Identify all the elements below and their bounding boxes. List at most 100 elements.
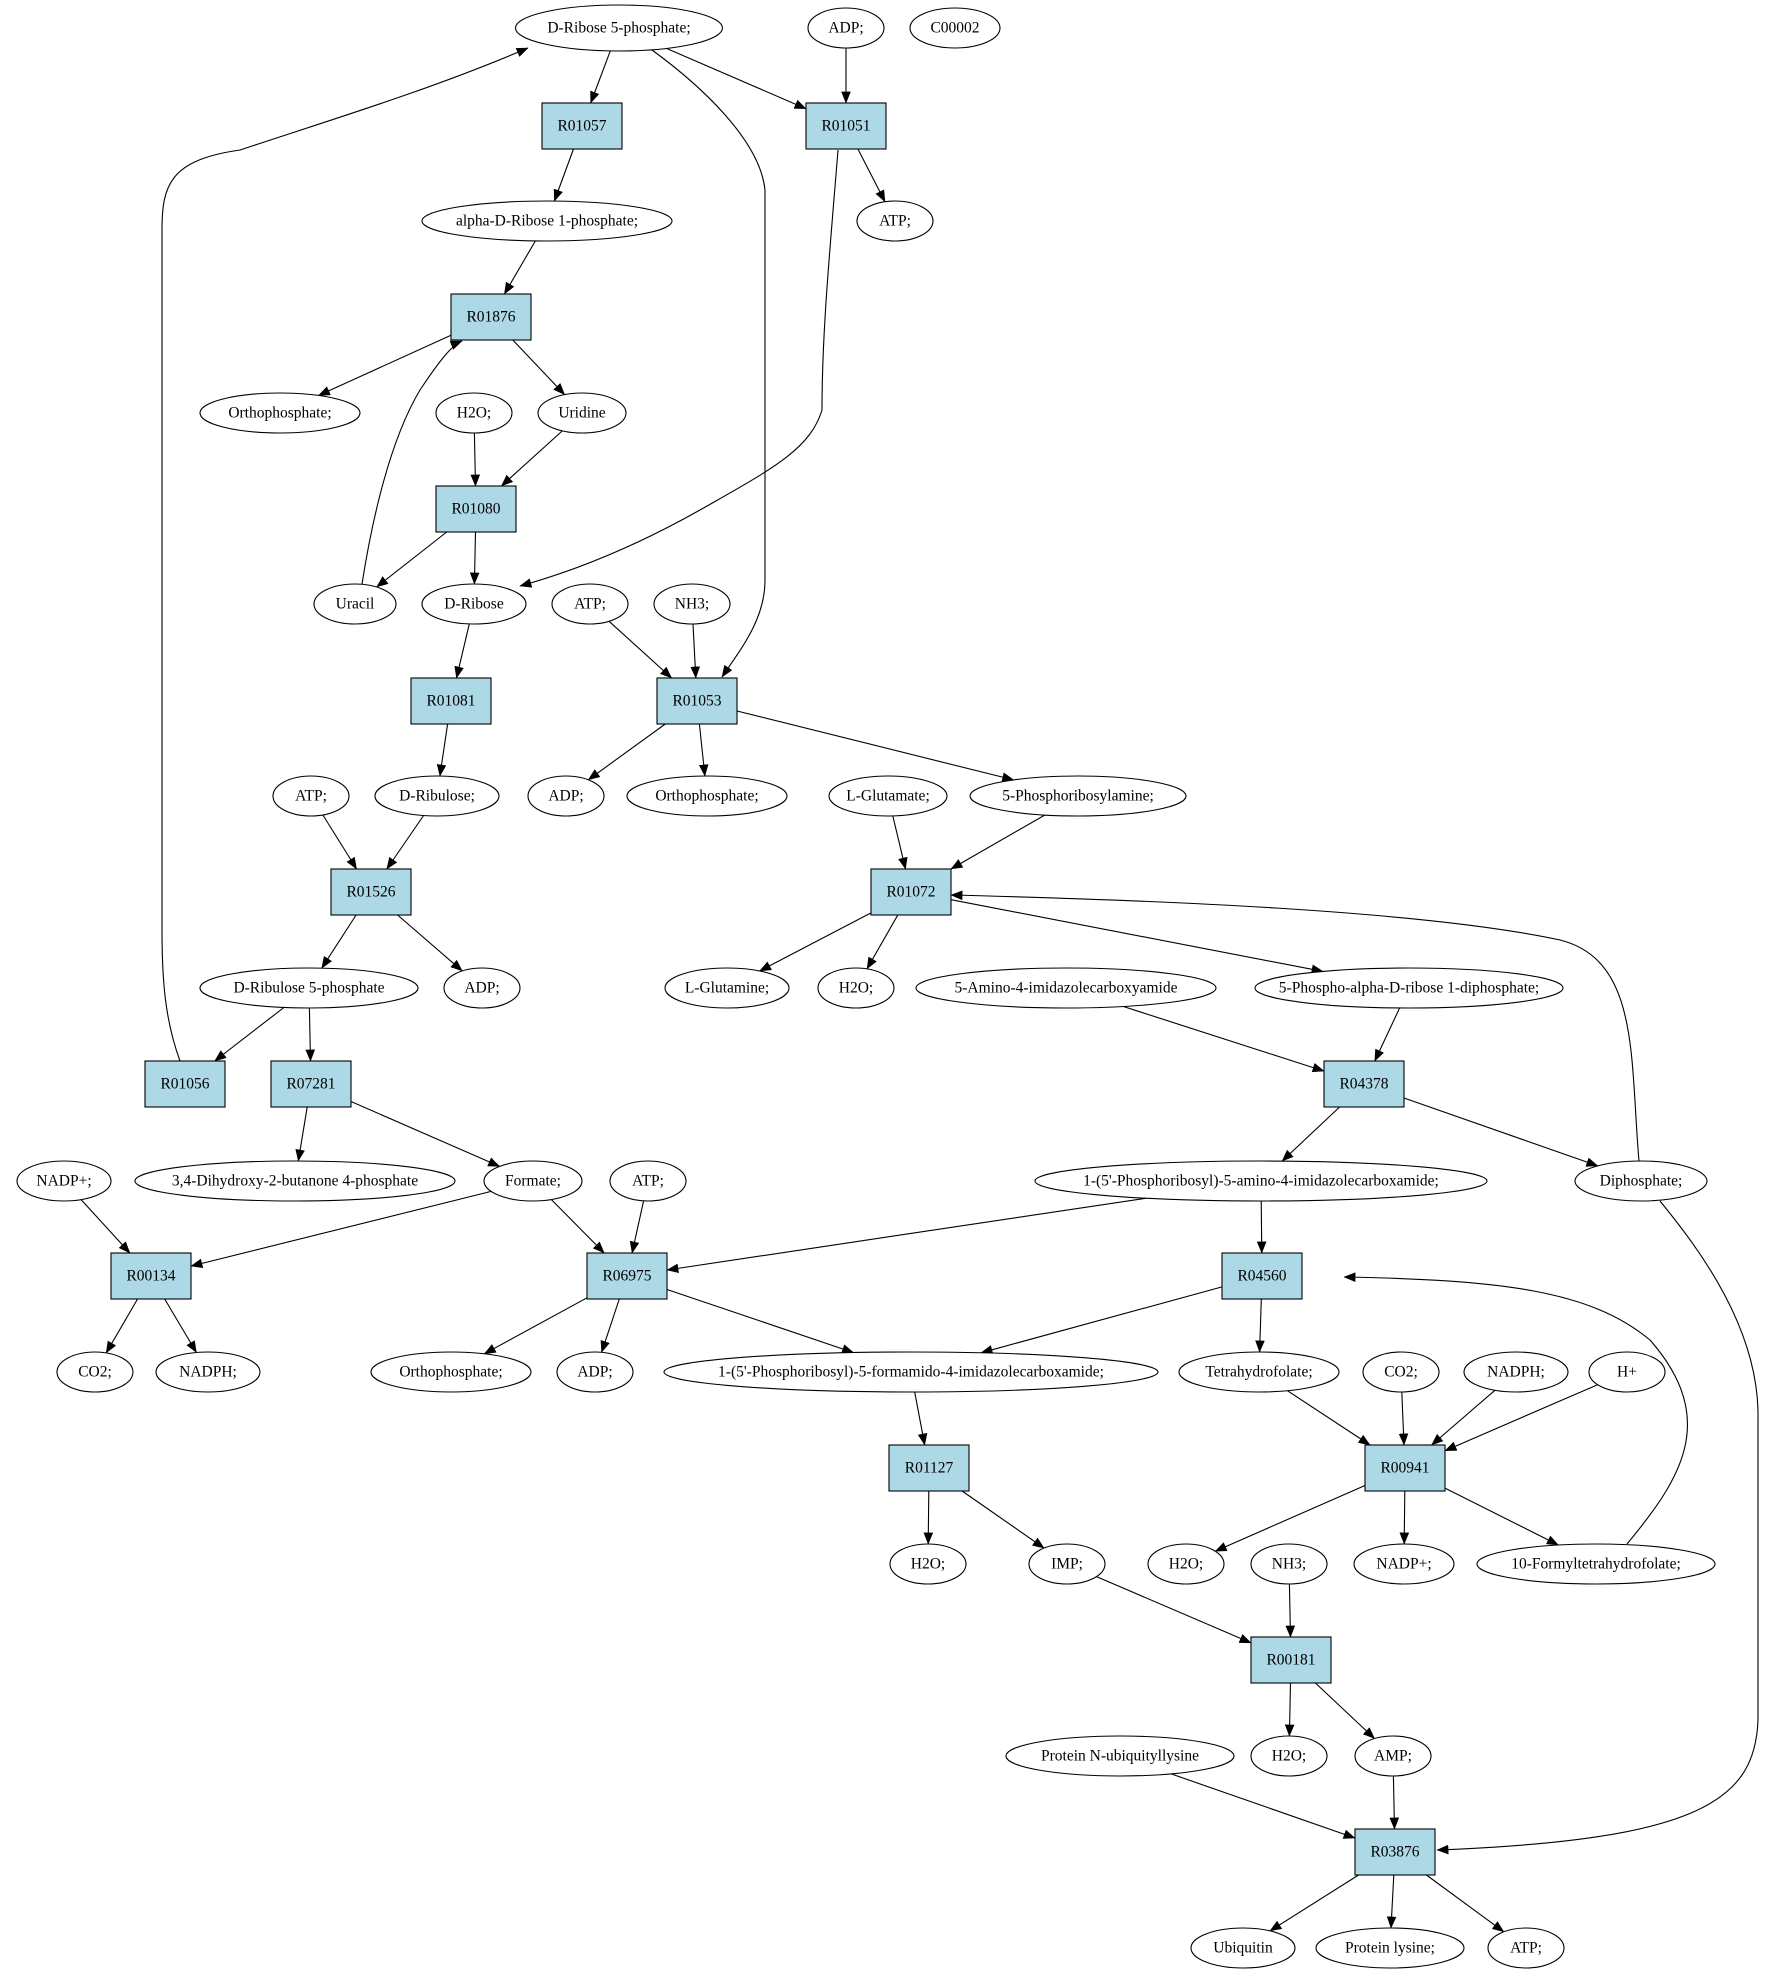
compound-node-thf[interactable]: Tetrahydrofolate; [1178,1351,1340,1393]
compound-node-dru5p[interactable]: D-Ribulose 5-phosphate [199,967,419,1009]
reaction-node-r01056[interactable]: R01056 [144,1060,226,1108]
reaction-node-r03876[interactable]: R03876 [1354,1828,1436,1876]
compound-node-adp3[interactable]: ADP; [443,967,521,1009]
compound-node-h2o2[interactable]: H2O; [817,967,895,1009]
compound-node-r5p[interactable]: D-Ribose 5-phosphate; [514,4,724,52]
reaction-label: R03876 [1370,1844,1419,1861]
reaction-box [541,102,623,150]
compound-node-orth1[interactable]: Orthophosphate; [199,392,361,434]
reaction-box [656,677,738,725]
compound-node-h2o4[interactable]: H2O; [889,1543,967,1585]
compound-ellipse [1574,1160,1708,1202]
reaction-node-r00941[interactable]: R00941 [1364,1444,1446,1492]
reaction-node-r01072[interactable]: R01072 [870,868,952,916]
reaction-node-r00181[interactable]: R00181 [1250,1636,1332,1684]
reaction-box [270,1060,352,1108]
compound-node-plys[interactable]: Protein lysine; [1315,1927,1465,1969]
compound-node-imp[interactable]: IMP; [1028,1543,1106,1585]
compound-node-lglu[interactable]: L-Glutamate; [828,775,948,817]
reaction-node-r01057[interactable]: R01057 [541,102,623,150]
compound-node-atp5[interactable]: ATP; [1487,1927,1565,1969]
compound-node-nadpp1[interactable]: NADP+; [16,1160,112,1202]
compound-node-hplus[interactable]: H+ [1588,1351,1666,1393]
reaction-node-r00134[interactable]: R00134 [110,1252,192,1300]
compound-node-nh3a[interactable]: NH3; [653,583,731,625]
compound-label: D-Ribose [444,596,504,613]
compound-node-amp[interactable]: AMP; [1354,1735,1432,1777]
reaction-node-r06975[interactable]: R06975 [586,1252,668,1300]
edge-c_formate-to-R06975 [550,1199,605,1254]
compound-node-atp1[interactable]: ATP; [856,200,934,242]
reaction-node-r01051[interactable]: R01051 [805,102,887,150]
compound-node-atp3[interactable]: ATP; [272,775,350,817]
compound-node-atp2[interactable]: ATP; [551,583,629,625]
reaction-box [110,1252,192,1300]
reaction-node-r01876[interactable]: R01876 [450,293,532,341]
compound-label: ATP; [632,1173,664,1190]
reaction-node-r01053[interactable]: R01053 [656,677,738,725]
compound-node-co2a[interactable]: CO2; [56,1351,134,1393]
compound-node-dribose[interactable]: D-Ribose [421,583,527,625]
compound-node-dhbp[interactable]: 3,4-Dihydroxy-2-butanone 4-phosphate [134,1160,456,1202]
compound-node-atp4[interactable]: ATP; [609,1160,687,1202]
compound-node-nadph1[interactable]: NADPH; [155,1351,261,1393]
edge-R01080-to-c_dribose [469,531,480,585]
edge-c_dru5p-to-R01056 [214,1007,285,1062]
compound-node-aicar[interactable]: 1-(5'-Phosphoribosyl)-5-amino-4-imidazol… [1034,1160,1488,1202]
reaction-node-r04560[interactable]: R04560 [1221,1252,1303,1300]
reaction-node-r01526[interactable]: R01526 [330,868,412,916]
compound-label: AMP; [1374,1748,1412,1765]
compound-node-uracil[interactable]: Uracil [313,583,397,625]
compound-node-faicar[interactable]: 1-(5'-Phosphoribosyl)-5-formamido-4-imid… [663,1351,1159,1393]
compound-label: Formate; [505,1173,561,1190]
reaction-box [1250,1636,1332,1684]
compound-label: ATP; [1510,1940,1542,1957]
reaction-node-r01127[interactable]: R01127 [888,1444,970,1492]
compound-node-h2o3[interactable]: H2O; [1147,1543,1225,1585]
reaction-node-r04378[interactable]: R04378 [1323,1060,1405,1108]
compound-node-uridine[interactable]: Uridine [537,392,627,434]
compound-node-lgln[interactable]: L-Glutamine; [664,967,790,1009]
compound-node-10fthf[interactable]: 10-Formyltetrahydrofolate; [1476,1543,1716,1585]
compound-node-aica[interactable]: 5-Amino-4-imidazolecarboxyamide [915,967,1217,1009]
compound-node-formate[interactable]: Formate; [483,1160,583,1202]
edge-c_thf-to-R00941 [1287,1390,1371,1446]
compound-node-orth3[interactable]: Orthophosphate; [370,1351,532,1393]
reaction-node-r07281[interactable]: R07281 [270,1060,352,1108]
compound-node-orth2[interactable]: Orthophosphate; [626,775,788,817]
edge-R00181-to-c_h2o5 [1284,1682,1295,1737]
compound-node-5pra[interactable]: 5-Phosphoribosylamine; [969,775,1187,817]
compound-node-dribulose[interactable]: D-Ribulose; [374,775,500,817]
compound-node-h2o1[interactable]: H2O; [435,392,513,434]
compound-node-nh3b[interactable]: NH3; [1250,1543,1328,1585]
compound-ellipse [1487,1927,1565,1969]
compound-label: CO2; [78,1364,112,1381]
compound-node-h2o5[interactable]: H2O; [1250,1735,1328,1777]
compound-node-nadph2[interactable]: NADPH; [1463,1351,1569,1393]
edge-R00941-to-c_10fthf [1444,1487,1559,1546]
compound-node-nadpp2[interactable]: NADP+; [1353,1543,1455,1585]
compound-node-adp_top[interactable]: ADP; [807,7,885,49]
edge-R03876-to-c_atp5 [1426,1874,1505,1933]
compound-node-prpp[interactable]: 5-Phospho-alpha-D-ribose 1-diphosphate; [1254,967,1564,1009]
edge-c_nadpp1-to-R00134 [80,1199,131,1254]
reaction-node-r01080[interactable]: R01080 [435,485,517,533]
compound-label: Protein N-ubiquityllysine [1041,1748,1199,1765]
edge-R01081-to-c_dribulose [436,723,449,777]
compound-ellipse [1034,1160,1488,1202]
compound-label: H2O; [457,405,491,422]
reaction-box [870,868,952,916]
reaction-label: R00181 [1266,1652,1315,1669]
compound-node-co2b[interactable]: CO2; [1362,1351,1440,1393]
reaction-node-r01081[interactable]: R01081 [410,677,492,725]
compound-node-adp4[interactable]: ADP; [556,1351,634,1393]
reaction-box [888,1444,970,1492]
compound-node-pnul[interactable]: Protein N-ubiquityllysine [1005,1735,1235,1777]
compound-node-ppi[interactable]: Diphosphate; [1574,1160,1708,1202]
compound-node-ubq[interactable]: Ubiquitin [1190,1927,1296,1969]
compound-ellipse [1362,1351,1440,1393]
compound-label: Tetrahydrofolate; [1205,1364,1312,1381]
compound-node-adp2[interactable]: ADP; [527,775,605,817]
compound-node-ar1p[interactable]: alpha-D-Ribose 1-phosphate; [421,200,673,242]
compound-node-c00002[interactable]: C00002 [909,7,1001,49]
